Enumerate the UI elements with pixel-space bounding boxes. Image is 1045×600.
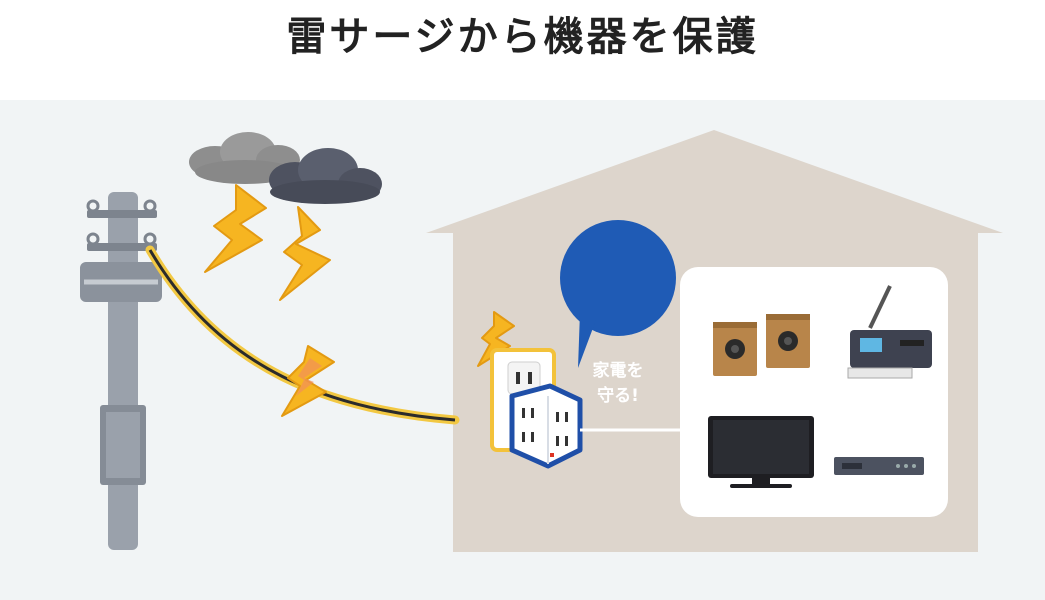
lightning-icon — [204, 184, 331, 301]
recorder-icon — [834, 457, 924, 475]
illustration-scene: 家電を 守る! — [0, 100, 1045, 600]
page-title: 雷サージから機器を保護 — [286, 14, 759, 60]
device-panel — [680, 267, 948, 517]
speaker-icon — [713, 322, 757, 376]
utility-pole-icon — [80, 192, 162, 550]
illustration-svg — [80, 130, 1003, 552]
speech-bubble-text: 家電を 守る! — [568, 359, 668, 409]
lightning-icon — [477, 311, 515, 367]
cloud-icon — [269, 148, 382, 204]
speaker-icon — [766, 314, 810, 368]
surge-protector-tap-icon — [509, 383, 583, 469]
speech-bubble-line-2: 守る! — [597, 386, 639, 406]
speech-bubble-line-1: 家電を — [592, 361, 644, 381]
lightning-icon — [281, 345, 335, 417]
cloud-icon — [189, 132, 300, 184]
printer-icon — [847, 285, 932, 379]
speech-bubble — [560, 220, 676, 368]
tv-icon — [708, 416, 814, 488]
